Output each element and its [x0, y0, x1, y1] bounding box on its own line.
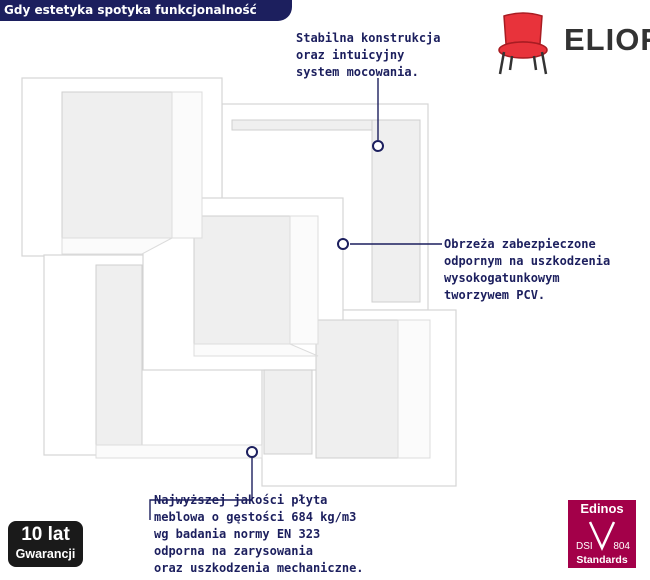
headline-banner: Gdy estetyka spotyka funkcjonalność — [0, 0, 292, 21]
warranty-years: 10 lat — [21, 524, 70, 545]
certificate-title: Edinos — [580, 501, 624, 516]
brand-name: ELIOR — [564, 22, 650, 57]
callout-marker-top — [372, 140, 384, 152]
callout-marker-bottom — [246, 446, 258, 458]
warranty-label: Gwarancji — [15, 547, 76, 561]
certificate-number: 804 — [613, 541, 630, 552]
headline-text: Gdy estetyka spotyka funkcjonalność — [4, 3, 257, 17]
certificate-standards: Standards — [576, 554, 628, 566]
warranty-badge: 10 lat Gwarancji — [8, 521, 83, 567]
callout-right: Obrzeża zabezpieczone odpornym na uszkod… — [444, 237, 611, 302]
checkmark-icon — [588, 521, 616, 551]
certificate-badge: Edinos DSI 804 Standards — [568, 500, 636, 568]
callout-top: Stabilna konstrukcja oraz intuicyjny sys… — [296, 31, 441, 79]
callout-marker-right — [337, 238, 349, 250]
callout-bottom: Najwyższej jakości płyta meblowa o gęsto… — [154, 493, 364, 575]
brand-logo: ELIOR — [492, 10, 650, 76]
red-chair-icon — [498, 12, 548, 75]
certificate-dsi: DSI — [576, 541, 593, 552]
